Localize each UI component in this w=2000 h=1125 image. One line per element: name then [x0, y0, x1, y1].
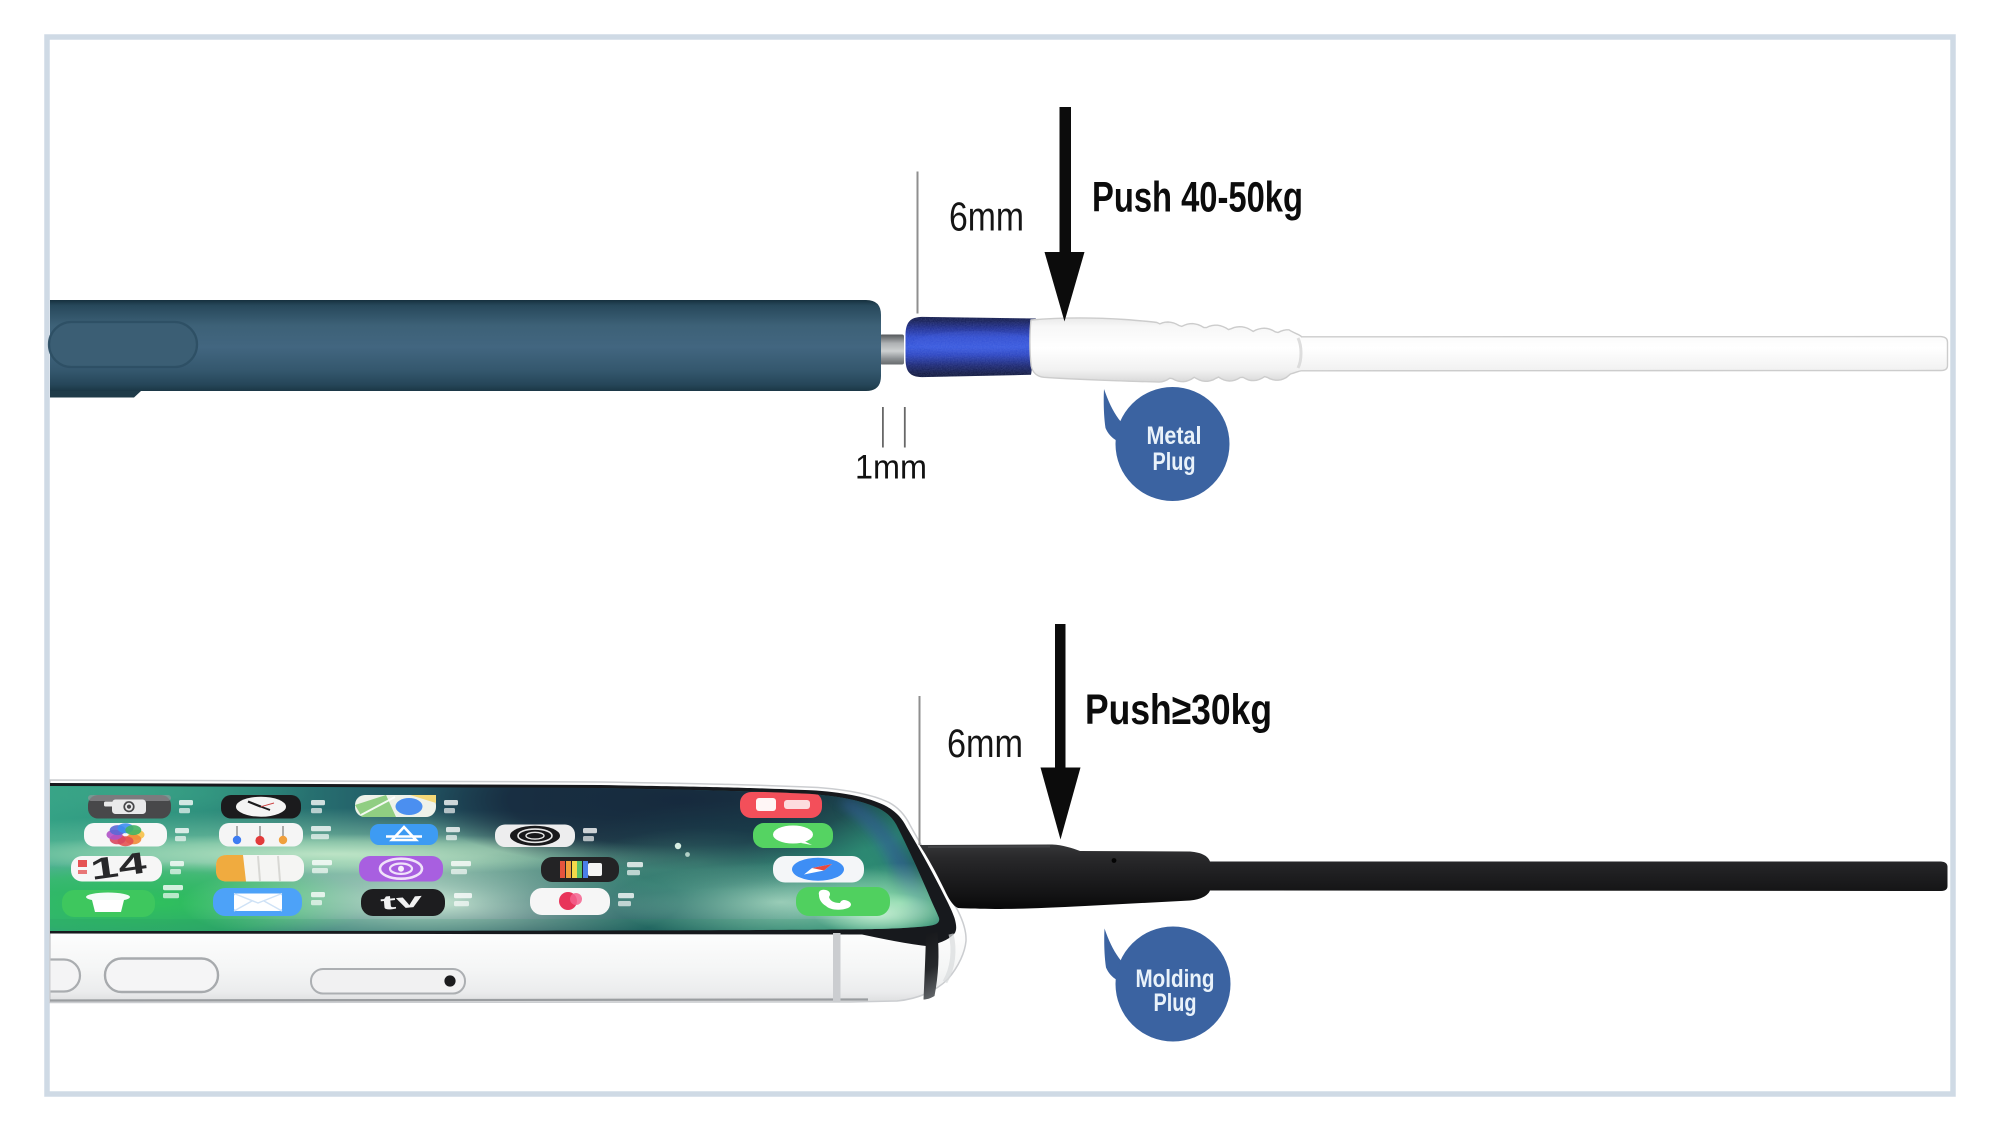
svg-text:Plug: Plug: [1154, 989, 1197, 1017]
svg-text:14: 14: [88, 846, 149, 887]
svg-text:Metal: Metal: [1147, 422, 1202, 450]
svg-text:Push 40-50kg: Push 40-50kg: [1092, 174, 1303, 222]
svg-text:6mm: 6mm: [947, 722, 1023, 766]
svg-text:tv: tv: [380, 889, 426, 915]
svg-text:Molding: Molding: [1136, 965, 1215, 993]
svg-text:6mm: 6mm: [949, 194, 1024, 240]
svg-text:Plug: Plug: [1153, 448, 1196, 476]
svg-text:1mm: 1mm: [855, 449, 927, 487]
svg-text:Push≥30kg: Push≥30kg: [1085, 686, 1272, 734]
